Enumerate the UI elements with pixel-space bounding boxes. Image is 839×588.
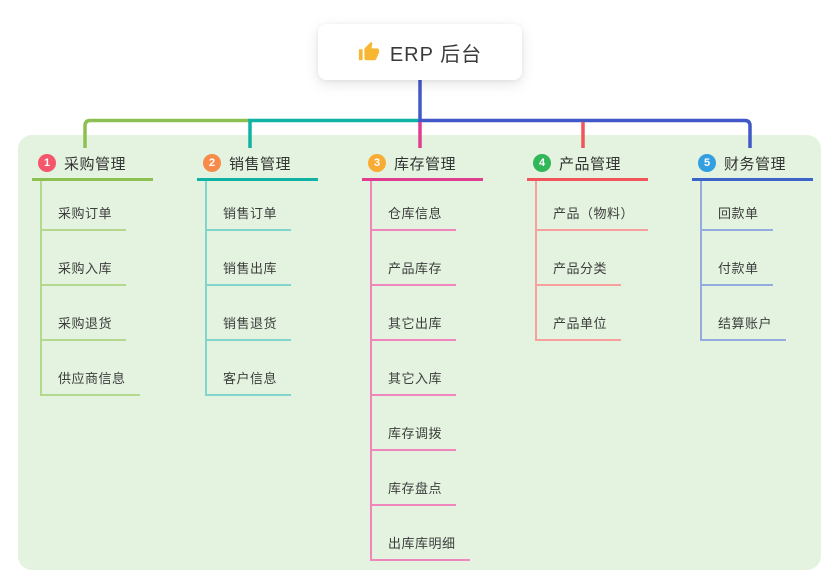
child-node[interactable]: 销售订单 [207,181,292,231]
branch-number-badge: 2 [203,154,221,172]
child-node[interactable]: 库存调拨 [372,396,457,451]
child-node[interactable]: 出库库明细 [372,506,470,561]
branch-title: 产品管理 [559,155,622,173]
child-node[interactable]: 其它出库 [372,286,457,341]
child-node[interactable]: 库存盘点 [372,451,457,506]
branch-number-badge: 1 [38,154,56,172]
branch-children: 产品（物料） 产品分类 产品单位 [535,181,649,341]
branch-header-purchase[interactable]: 1 采购管理 [32,148,153,181]
child-node[interactable]: 供应商信息 [42,341,140,396]
child-node[interactable]: 其它入库 [372,341,457,396]
child-node[interactable]: 仓库信息 [372,181,457,231]
branch-header-product[interactable]: 4 产品管理 [527,148,648,181]
root-node[interactable]: ERP 后台 [318,24,522,80]
branch-purchase: 1 采购管理 采购订单 采购入库 采购退货 供应商信息 [32,148,153,396]
child-node[interactable]: 采购退货 [42,286,127,341]
branch-number-badge: 4 [533,154,551,172]
branch-header-finance[interactable]: 5 财务管理 [692,148,813,181]
branch-number-badge: 3 [368,154,386,172]
child-node[interactable]: 结算账户 [702,286,787,341]
child-node[interactable]: 付款单 [702,231,773,286]
branches-panel [18,135,821,570]
branch-finance: 5 财务管理 回款单 付款单 结算账户 [692,148,813,341]
branch-header-sales[interactable]: 2 销售管理 [197,148,318,181]
child-node[interactable]: 销售退货 [207,286,292,341]
child-node[interactable]: 采购入库 [42,231,127,286]
child-node[interactable]: 回款单 [702,181,773,231]
branch-title: 库存管理 [394,155,457,173]
child-node[interactable]: 产品（物料） [537,181,649,231]
child-node[interactable]: 采购订单 [42,181,127,231]
branch-children: 销售订单 销售出库 销售退货 客户信息 [205,181,292,396]
branch-product: 4 产品管理 产品（物料） 产品分类 产品单位 [527,148,649,341]
root-title: ERP 后台 [389,43,483,66]
branch-title: 财务管理 [724,155,787,173]
child-node[interactable]: 产品单位 [537,286,622,341]
child-node[interactable]: 销售出库 [207,231,292,286]
branch-title: 采购管理 [64,155,127,173]
branch-title: 销售管理 [229,155,292,173]
branch-children: 仓库信息 产品库存 其它出库 其它入库 库存调拨 库存盘点 出库库明细 [370,181,470,561]
branch-number-badge: 5 [698,154,716,172]
branch-children: 采购订单 采购入库 采购退货 供应商信息 [40,181,140,396]
child-node[interactable]: 产品库存 [372,231,457,286]
branch-header-inventory[interactable]: 3 库存管理 [362,148,483,181]
thumbs-up-icon [358,41,379,61]
branch-inventory: 3 库存管理 仓库信息 产品库存 其它出库 其它入库 库存调拨 库存盘点 出库库… [362,148,483,561]
child-node[interactable]: 产品分类 [537,231,622,286]
child-node[interactable]: 客户信息 [207,341,292,396]
branch-sales: 2 销售管理 销售订单 销售出库 销售退货 客户信息 [197,148,318,396]
branch-children: 回款单 付款单 结算账户 [700,181,787,341]
